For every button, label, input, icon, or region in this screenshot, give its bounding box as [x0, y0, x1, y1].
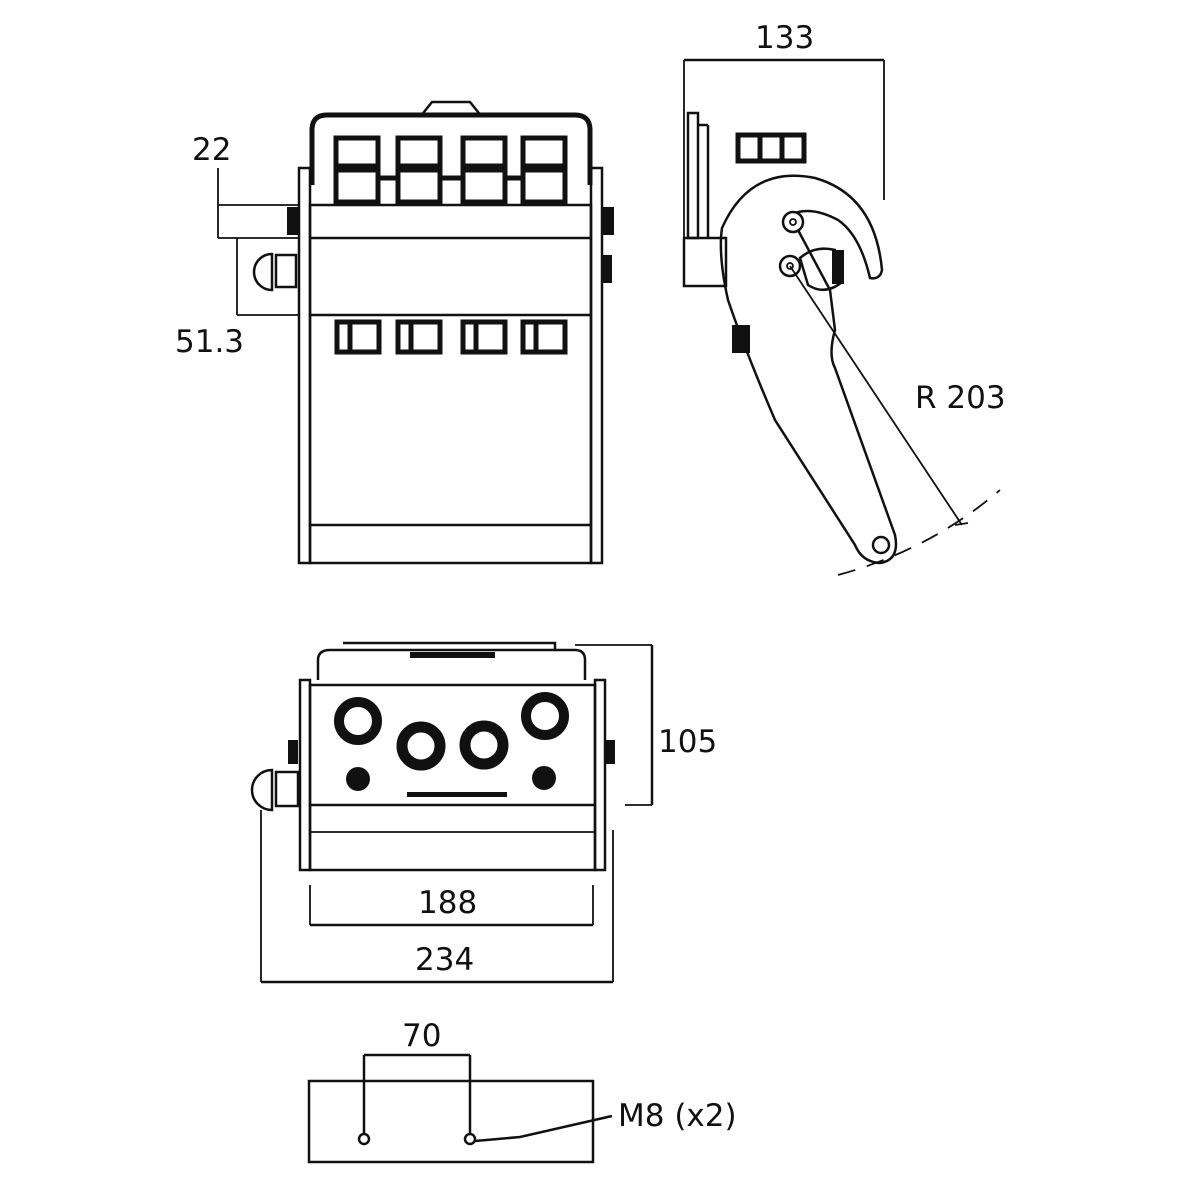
knob [252, 252, 298, 292]
left-rail [298, 678, 312, 872]
leader-line [474, 1114, 613, 1143]
dimension-105: 105 [575, 644, 717, 806]
radius-line [789, 265, 963, 526]
right-rail [593, 678, 607, 872]
dim-label-105: 105 [658, 724, 717, 760]
side-view: 133 R 203 [682, 20, 1006, 576]
top-handle [419, 100, 483, 118]
dim-label-r203: R 203 [915, 380, 1006, 416]
front-view: 22 51.3 [175, 100, 614, 565]
dim-label-22: 22 [192, 132, 231, 168]
back-plate [686, 111, 700, 240]
dimension-51-3: 51.3 [175, 238, 300, 360]
dim-label-234: 234 [415, 942, 474, 978]
dimension-133: 133 [683, 20, 885, 240]
lever-end-hole [871, 535, 891, 555]
hole-callout: M8 (x2) [618, 1098, 737, 1134]
base-plate-view: 70 M8 (x2) [307, 1018, 737, 1164]
top-view: 105 188 234 [250, 641, 717, 984]
dim-label-188: 188 [418, 885, 477, 921]
knob [250, 768, 300, 812]
connector-row-bottom [334, 319, 568, 355]
base-plate [307, 1079, 595, 1164]
m8-hole [357, 1132, 371, 1146]
hook-lever [719, 174, 898, 565]
dimension-188: 188 [309, 885, 594, 927]
mount-block [682, 236, 728, 288]
swing-arc [837, 489, 1001, 576]
dim-label-133: 133 [755, 20, 814, 56]
dimension-234: 234 [260, 810, 614, 984]
left-rail [297, 166, 312, 565]
dimension-22: 22 [192, 132, 300, 239]
connector-row-top [333, 135, 568, 205]
right-tab-2 [602, 255, 612, 283]
right-rail [589, 166, 604, 565]
label-plate [407, 792, 507, 797]
right-tab [602, 207, 614, 235]
front-body [308, 203, 593, 565]
dim-label-51-3: 51.3 [175, 324, 244, 360]
left-tab [287, 207, 299, 235]
dim-label-70: 70 [402, 1018, 441, 1054]
top-body [308, 683, 597, 872]
ports [334, 692, 569, 791]
top-housing [309, 112, 593, 185]
m8-hole [463, 1132, 477, 1146]
